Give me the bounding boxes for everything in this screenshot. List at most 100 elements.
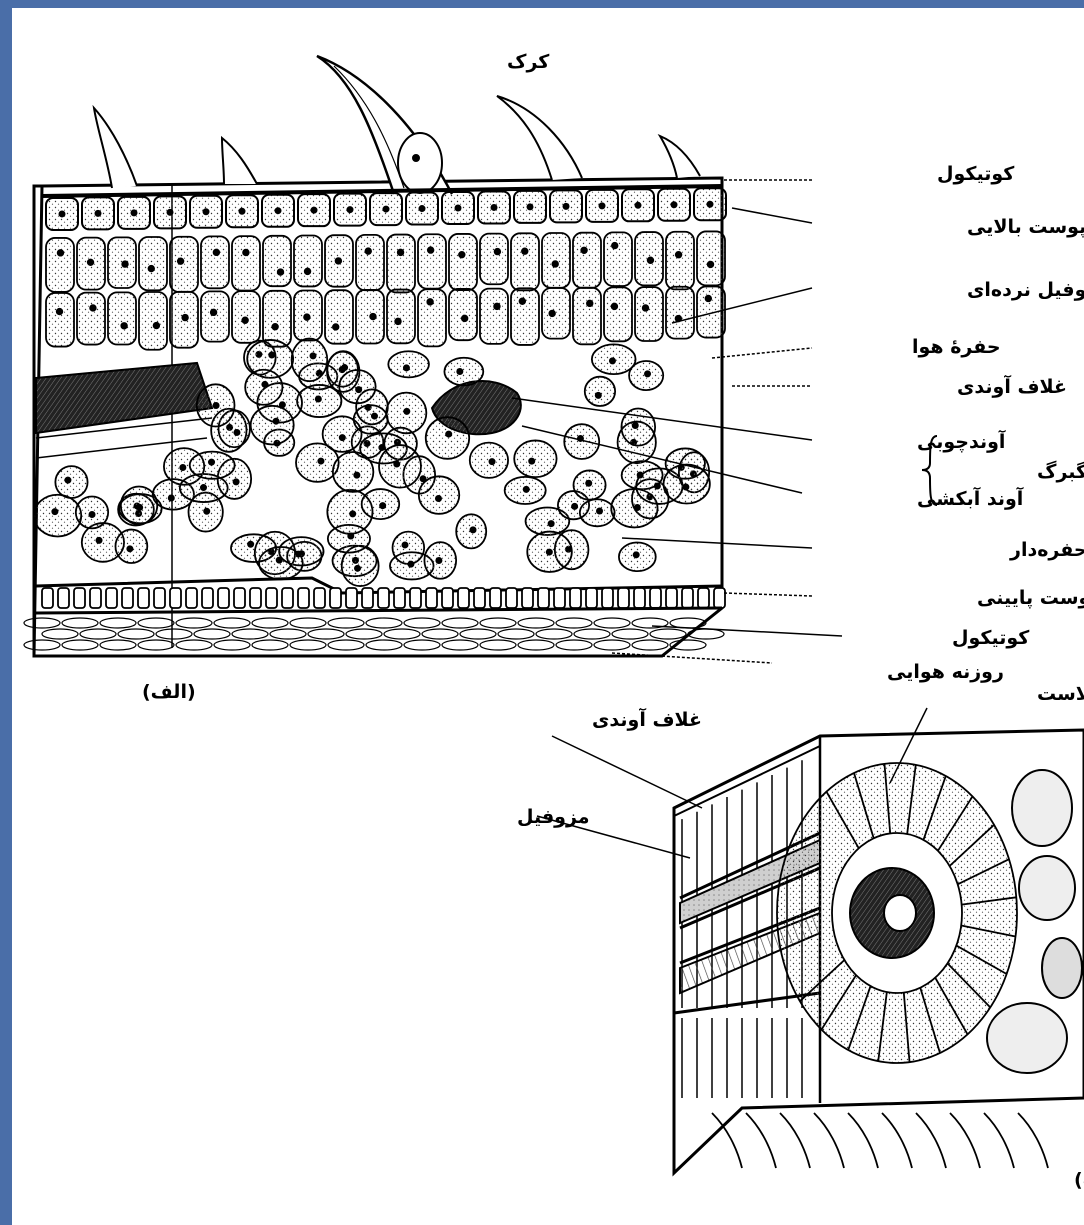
- surface-cell: [480, 618, 516, 628]
- nucleus: [428, 247, 434, 253]
- surface-line: [780, 1113, 810, 1168]
- palisade-cell: [635, 287, 663, 341]
- spongy-cell: [388, 351, 429, 377]
- nucleus: [348, 533, 353, 538]
- lower-epidermis-cell: [666, 588, 677, 608]
- surface-cell: [612, 629, 648, 639]
- lower-epidermis-cell: [298, 588, 309, 608]
- surface-cell: [328, 618, 364, 628]
- mesophyll-cell: [987, 1003, 1067, 1073]
- spongy-cell: [251, 406, 294, 445]
- lower-epidermis-cell: [618, 588, 629, 608]
- nucleus: [340, 435, 345, 440]
- nucleus: [708, 262, 714, 268]
- surface-cell: [62, 640, 98, 650]
- vascular-strand-left: [36, 363, 212, 433]
- nucleus: [276, 208, 281, 213]
- palisade-cell: [449, 289, 477, 340]
- lower-epidermis-cell: [714, 588, 725, 608]
- nucleus: [459, 252, 465, 258]
- nucleus: [316, 396, 321, 401]
- nucleus: [354, 473, 359, 478]
- nucleus: [204, 509, 209, 514]
- palisade-cell: [418, 289, 446, 346]
- nucleus: [522, 248, 528, 254]
- nucleus: [355, 566, 360, 571]
- palisade-cells: [46, 231, 725, 349]
- nucleus: [182, 315, 188, 321]
- figure-a-drawing: [24, 56, 726, 656]
- lower-epidermis-cell: [234, 588, 245, 608]
- spongy-cell: [379, 445, 421, 488]
- label-chloroplast: کلروپلاست: [1037, 683, 1084, 705]
- lower-epidermis-cell: [442, 588, 453, 608]
- palisade-cell: [511, 233, 539, 290]
- spongy-cell: [354, 405, 388, 434]
- nucleus: [305, 269, 311, 275]
- label-air-space: حفرهٔ هوا: [912, 336, 1001, 358]
- nucleus: [456, 206, 461, 211]
- nucleus: [60, 211, 65, 216]
- nucleus: [446, 431, 451, 436]
- surface-cell: [384, 629, 420, 639]
- surface-line: [882, 1113, 912, 1168]
- surface-line: [848, 1113, 878, 1168]
- palisade-cell: [263, 291, 291, 347]
- nucleus: [492, 205, 497, 210]
- nucleus: [581, 247, 587, 253]
- surface-cell: [100, 640, 136, 650]
- palisade-cell: [573, 233, 601, 288]
- label-vein: رگبرگ: [1037, 460, 1084, 483]
- nucleus: [457, 369, 462, 374]
- nucleus: [310, 353, 315, 358]
- nucleus: [365, 248, 371, 254]
- palisade-cell: [480, 289, 508, 344]
- nucleus: [528, 204, 533, 209]
- nucleus: [404, 365, 409, 370]
- surface-cell: [214, 640, 250, 650]
- palisade-cell: [263, 236, 291, 286]
- nucleus: [209, 460, 214, 465]
- label-spongy-mesophyll: مزوفیل حفره‌دار: [1009, 539, 1084, 561]
- lower-epidermis-cells: [42, 588, 725, 608]
- nucleus: [645, 371, 650, 376]
- nucleus: [394, 461, 399, 466]
- trichome: [222, 138, 257, 184]
- lower-epidermis-cell: [458, 588, 469, 608]
- lower-epidermis-cell: [586, 588, 597, 608]
- lower-epidermis-cell: [266, 588, 277, 608]
- nucleus: [169, 495, 174, 500]
- palisade-cell: [232, 236, 260, 290]
- lower-epidermis-cell: [410, 588, 421, 608]
- surface-cell: [498, 629, 534, 639]
- nucleus: [57, 309, 63, 315]
- nucleus: [304, 314, 310, 320]
- surface-line: [984, 1113, 1014, 1168]
- nucleus: [655, 483, 660, 488]
- nucleus: [708, 202, 713, 207]
- surface-cell: [404, 640, 440, 650]
- spongy-cell: [34, 495, 81, 537]
- nucleus: [318, 458, 323, 463]
- surface-cell: [232, 629, 268, 639]
- surface-cell: [574, 629, 610, 639]
- panel-label-b: (ب): [1074, 1169, 1084, 1191]
- spongy-cell: [296, 443, 339, 481]
- surface-cell: [42, 629, 78, 639]
- nucleus: [243, 250, 249, 256]
- nucleus: [234, 430, 239, 435]
- palisade-cell: [387, 290, 415, 344]
- palisade-cell: [480, 234, 508, 285]
- surface-line: [1018, 1113, 1048, 1168]
- surface-cell: [24, 618, 60, 628]
- nucleus: [278, 269, 284, 275]
- surface-cell: [442, 618, 478, 628]
- lower-epidermis-cell: [426, 588, 437, 608]
- palisade-cell: [387, 235, 415, 293]
- surface-cell: [24, 640, 60, 650]
- slide: کرک کوتیکول روپوست بالایی مزوفیل نرده‌ای…: [12, 8, 1084, 1225]
- nucleus: [643, 305, 649, 311]
- lower-epidermis-cell: [138, 588, 149, 608]
- surface-cell: [518, 640, 554, 650]
- palisade-cell: [449, 234, 477, 290]
